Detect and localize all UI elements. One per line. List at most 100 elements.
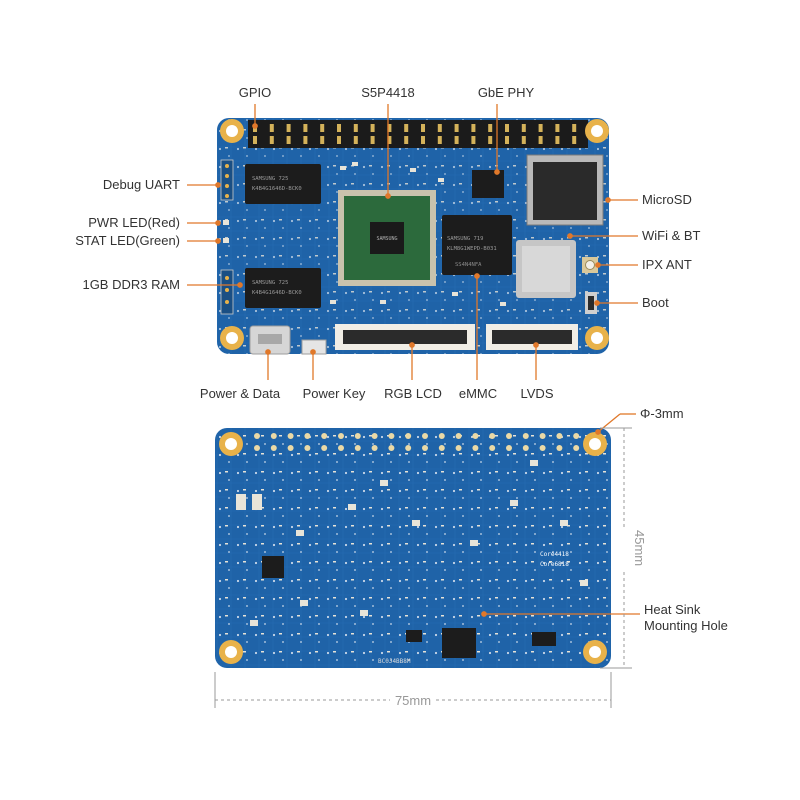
gpio-pin <box>505 136 509 144</box>
microsd-slot <box>526 154 604 226</box>
bottom-pin-pad <box>472 433 479 439</box>
label-microsd: MicroSD <box>642 192 692 207</box>
gpio-pin <box>421 136 425 144</box>
debug-uart-pads <box>220 159 234 315</box>
label-s5p4418: S5P4418 <box>361 85 415 100</box>
gpio-pin <box>437 124 442 132</box>
label-ipx-ant: IPX ANT <box>642 257 692 272</box>
bottom-pin-pad <box>270 445 277 451</box>
bottom-pin-pad <box>455 433 462 439</box>
bottom-pin-pad <box>371 445 378 451</box>
gpio-pin <box>538 124 543 132</box>
bottom-silk-core6818: Core6818 <box>540 561 569 568</box>
ipx-connector <box>582 257 598 273</box>
svg-text:K4B4G1646D-BCK0: K4B4G1646D-BCK0 <box>252 290 302 296</box>
gpio-pin <box>555 136 560 144</box>
gpio-pin <box>404 124 409 132</box>
label-emmc: eMMC <box>458 386 498 401</box>
gpio-pin <box>437 136 442 144</box>
bottom-pin-pad <box>287 433 294 439</box>
gbe-phy-chip <box>472 170 504 198</box>
dimension-lines <box>214 427 632 708</box>
bottom-pin-pad <box>354 433 361 439</box>
boot-button-part <box>585 292 597 314</box>
bottom-pin-pad <box>556 433 563 439</box>
gpio-pin <box>286 136 291 144</box>
gpio-pin <box>286 124 291 132</box>
bottom-pin-pad <box>270 433 277 439</box>
svg-text:K4B4G1646D-BCK0: K4B4G1646D-BCK0 <box>252 186 302 192</box>
bottom-pin-pad <box>438 445 445 451</box>
gpio-pin <box>521 136 526 144</box>
gpio-pin <box>269 136 274 144</box>
bottom-pin-pad <box>388 445 395 451</box>
label-power-key: Power Key <box>302 386 366 401</box>
lvds-connector <box>486 324 578 350</box>
label-gpio: GPIO <box>238 85 272 100</box>
micro-usb-port <box>249 325 291 355</box>
label-heatsink-hole: Heat Sink Mounting Hole <box>644 602 728 633</box>
label-wifi-bt: WiFi & BT <box>642 228 701 243</box>
bottom-pin-pad <box>455 445 462 451</box>
gpio-pin <box>253 136 257 144</box>
bottom-pin-pad <box>438 433 445 439</box>
bottom-pin-pad <box>338 445 344 451</box>
bottom-pin-pad <box>573 445 580 451</box>
bottom-pin-pad <box>422 445 428 451</box>
top-mounting-holes <box>220 119 609 350</box>
gpio-pin <box>521 124 526 132</box>
rgb-lcd-connector <box>335 324 475 350</box>
bottom-pin-pad <box>388 433 395 439</box>
gpio-pin <box>320 136 325 144</box>
bottom-pin-pad <box>371 433 378 439</box>
bottom-silk-core4418: Core4418 <box>540 551 569 558</box>
label-lvds: LVDS <box>520 386 554 401</box>
gpio-pin <box>488 124 493 132</box>
svg-text:SAMSUNG: SAMSUNG <box>376 236 397 242</box>
emmc-chip: SAMSUNG 719 KLM8G1WEPD-B031 SS4N4NFA <box>442 215 512 275</box>
gpio-pin <box>337 136 341 144</box>
label-debug-uart: Debug UART <box>102 177 180 192</box>
bottom-mounting-holes <box>219 432 607 664</box>
gpio-pin <box>538 136 543 144</box>
gpio-pin <box>337 124 341 132</box>
gpio-pin <box>572 136 577 144</box>
bottom-silk-code: BC0J4BB8M <box>378 658 411 665</box>
ram-chip-1: SAMSUNG 725 K4B4G1646D-BCK0 <box>245 164 321 204</box>
label-power-data: Power & Data <box>199 386 281 401</box>
bottom-pin-pad <box>321 445 328 451</box>
gpio-pin <box>353 124 358 132</box>
bottom-pin-pad <box>472 445 479 451</box>
label-width: 75mm <box>394 693 432 708</box>
svg-text:SAMSUNG 725: SAMSUNG 725 <box>252 176 288 182</box>
top-board: SAMSUNG 725 K4B4G1646D-BCK0 SAMSUNG 725 … <box>217 118 609 355</box>
gpio-pin <box>488 136 493 144</box>
bottom-pin-pad <box>489 445 496 451</box>
gpio-pin <box>303 136 308 144</box>
gpio-pin <box>269 124 274 132</box>
gpio-pin <box>471 136 476 144</box>
bottom-pin-pad <box>304 445 311 451</box>
label-boot: Boot <box>642 295 669 310</box>
bottom-pin-pad <box>354 445 361 451</box>
bottom-pin-pad <box>506 433 512 439</box>
bottom-pin-pad <box>573 433 580 439</box>
gpio-pin <box>421 124 425 132</box>
svg-text:SS4N4NFA: SS4N4NFA <box>455 262 482 268</box>
svg-text:SAMSUNG 719: SAMSUNG 719 <box>447 236 483 242</box>
bottom-pin-pad <box>254 433 260 439</box>
bottom-pin-pad <box>405 433 412 439</box>
bottom-pin-pad <box>422 433 428 439</box>
gpio-pin <box>387 124 392 132</box>
leader-lines <box>187 104 640 617</box>
gpio-pin <box>353 136 358 144</box>
bottom-pin-pad <box>254 445 260 451</box>
gpio-pin <box>370 136 375 144</box>
label-pwr-led: PWR LED(Red) <box>88 215 180 230</box>
label-stat-led: STAT LED(Green) <box>75 233 180 248</box>
wifi-bt-module <box>516 240 576 298</box>
gpio-pin <box>454 136 459 144</box>
ram-chip-2: SAMSUNG 725 K4B4G1646D-BCK0 <box>245 268 321 308</box>
svg-text:SAMSUNG 725: SAMSUNG 725 <box>252 280 288 286</box>
